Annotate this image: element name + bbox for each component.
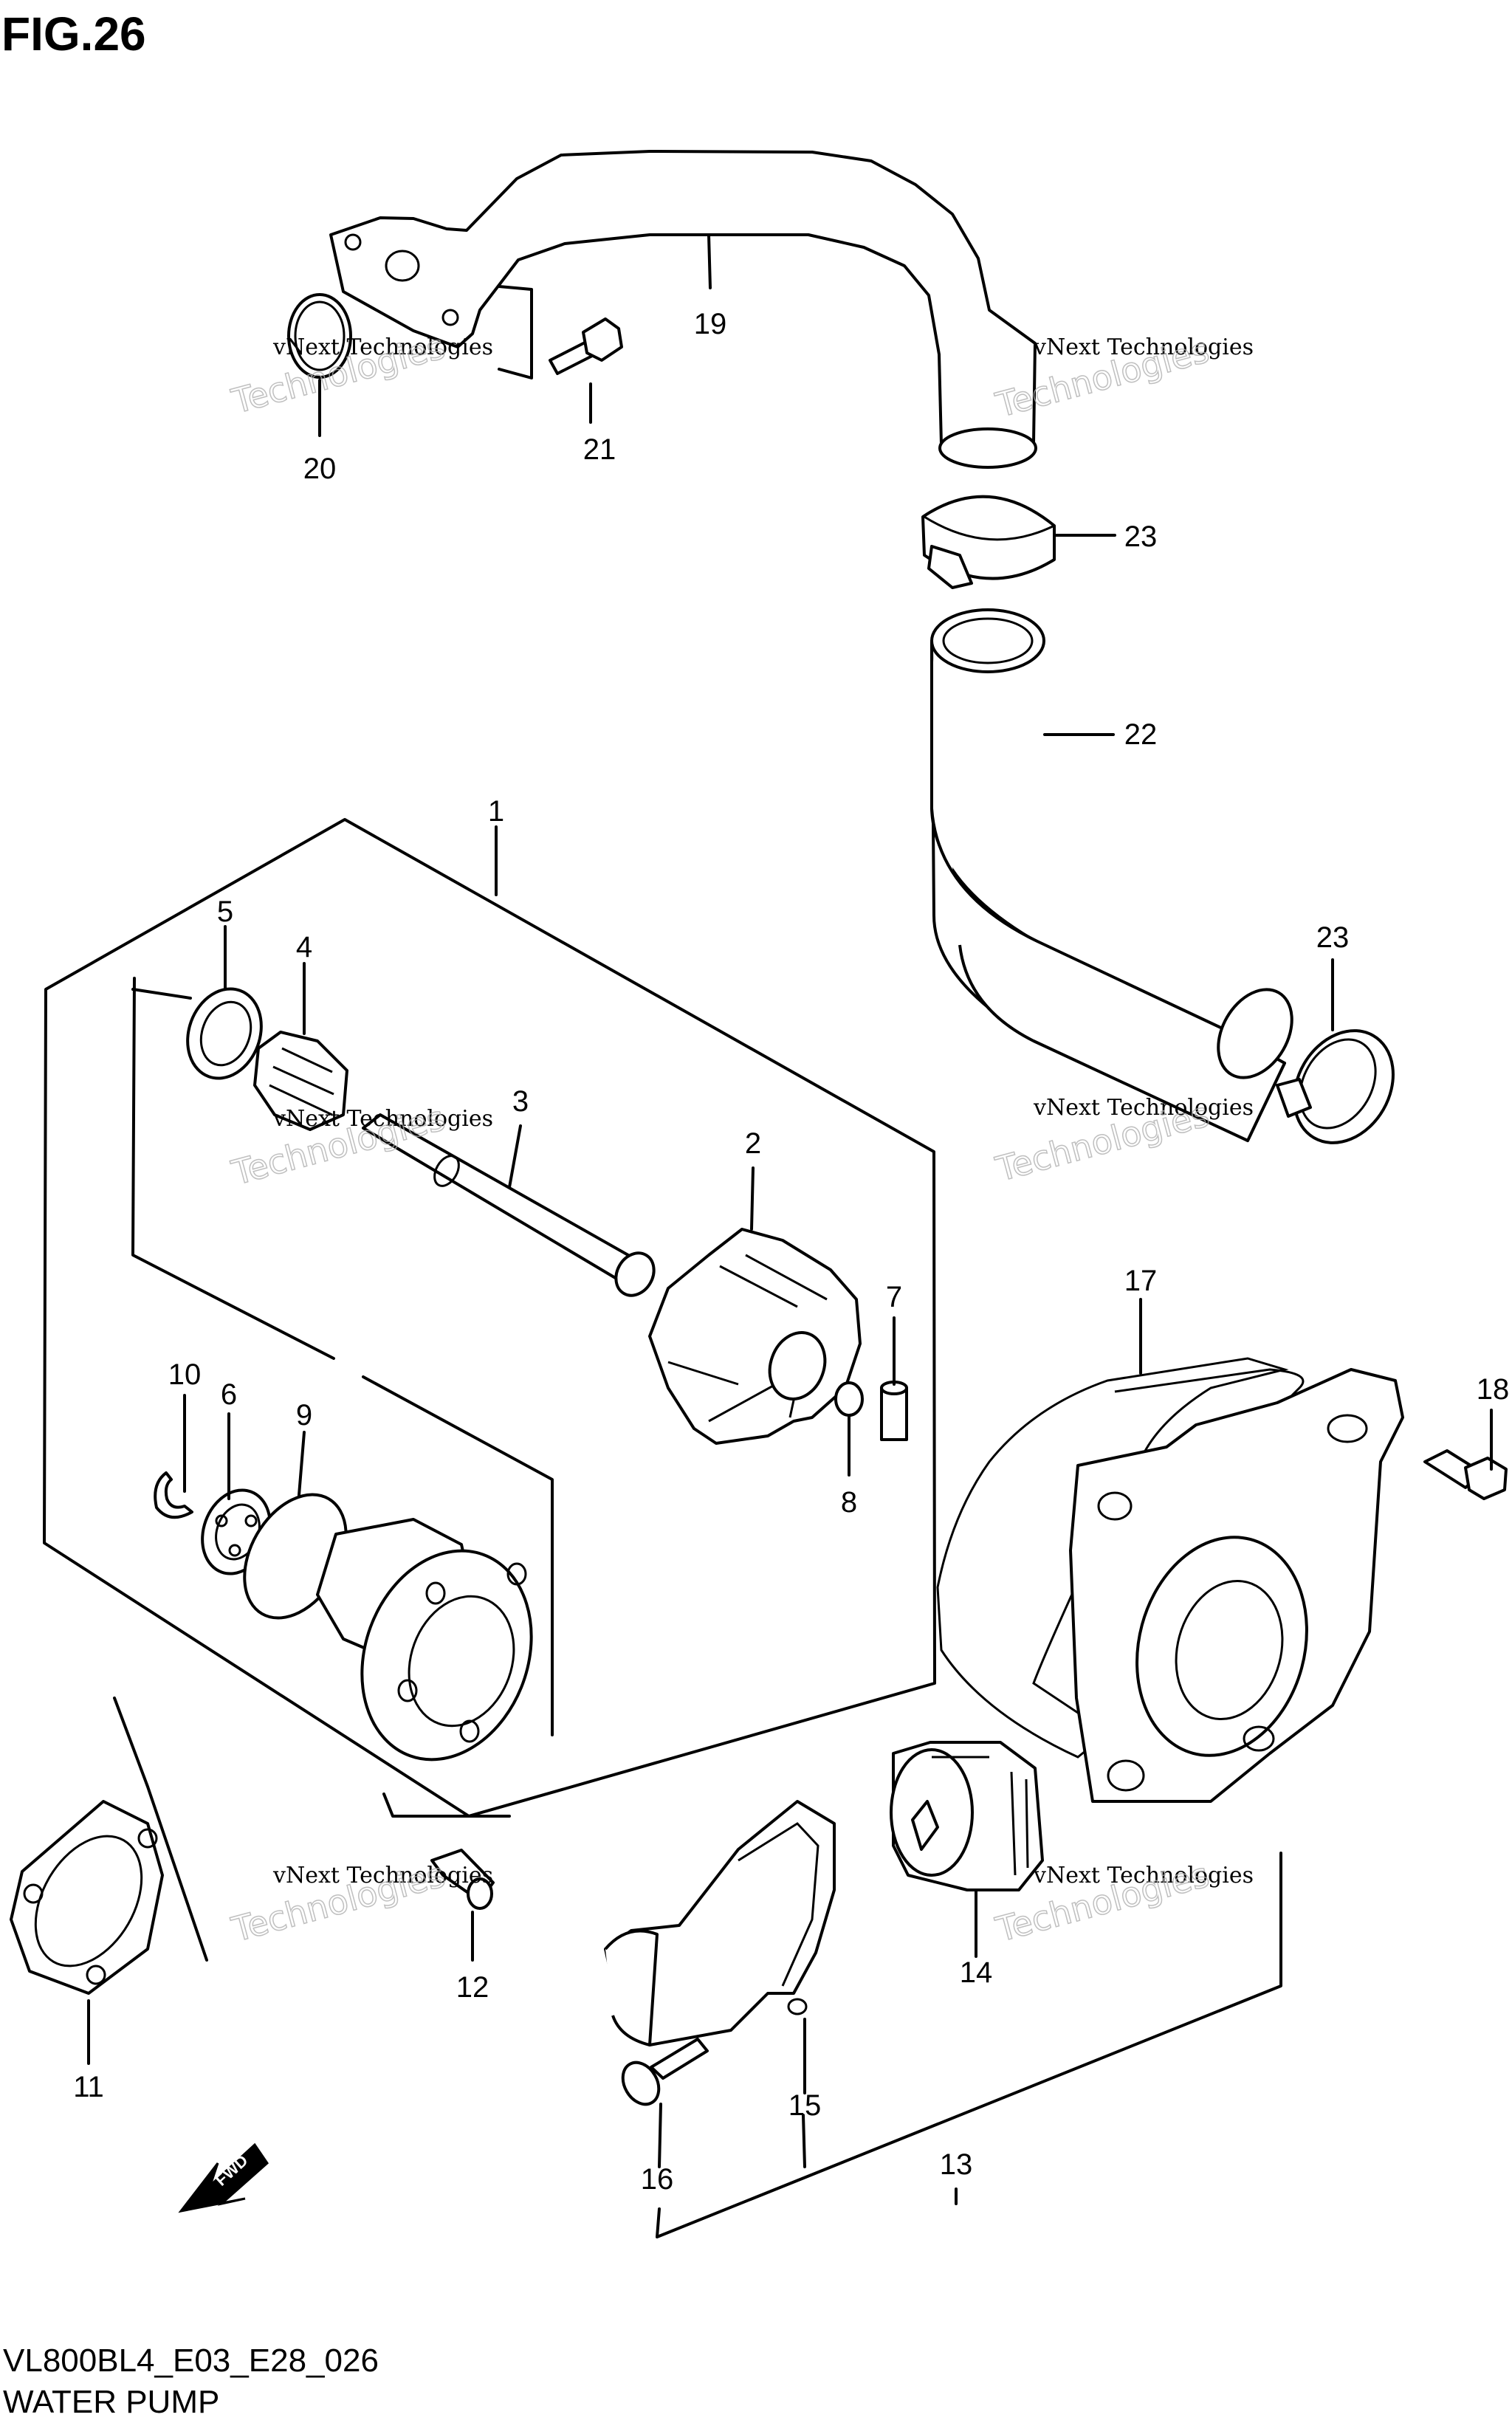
callout-7: 7 bbox=[886, 1281, 902, 1313]
callout-12: 12 bbox=[456, 1971, 489, 2004]
callout-8: 8 bbox=[841, 1486, 857, 1519]
part-18-bolt bbox=[1423, 1449, 1508, 1500]
callout-10: 10 bbox=[168, 1358, 202, 1391]
watermark-text: vNext Technologies bbox=[272, 334, 493, 360]
part-7-pin bbox=[880, 1381, 908, 1441]
part-11-gasket bbox=[10, 1800, 164, 1995]
callout-4: 4 bbox=[296, 931, 312, 963]
part-23-hose-clamp-lower bbox=[1276, 1029, 1395, 1144]
part-21-bolt bbox=[549, 317, 623, 375]
part-10-circlip bbox=[154, 1471, 193, 1519]
callout-19: 19 bbox=[694, 308, 727, 340]
part-14-thermostat bbox=[890, 1741, 1044, 1891]
fwd-arrow-icon: FWD bbox=[178, 2142, 269, 2213]
part-8-washer bbox=[834, 1381, 864, 1417]
callout-22: 22 bbox=[1124, 718, 1158, 751]
watermark-text: vNext Technologies bbox=[272, 1863, 493, 1888]
leader-lines bbox=[87, 233, 1493, 2205]
callout-5: 5 bbox=[217, 896, 233, 928]
callout-17: 17 bbox=[1124, 1265, 1158, 1297]
callout-20: 20 bbox=[303, 453, 337, 485]
callout-11: 11 bbox=[73, 2071, 104, 2103]
callout-16: 16 bbox=[641, 2163, 674, 2196]
part-3-pump-shaft bbox=[362, 1113, 656, 1297]
figure-title: FIG.26 bbox=[1, 7, 146, 61]
callout-1: 1 bbox=[488, 795, 504, 828]
callout-9: 9 bbox=[296, 1399, 312, 1432]
part-20-o-ring bbox=[287, 293, 352, 379]
part-16-screw bbox=[621, 2038, 709, 2106]
callout-13: 13 bbox=[940, 2148, 973, 2181]
part-1-assembly-outline bbox=[43, 818, 936, 1818]
drawing-code: VL800BL4_E03_E28_026 bbox=[3, 2343, 379, 2379]
watermark-text: vNext Technologies bbox=[272, 1106, 493, 1132]
callout-15: 15 bbox=[788, 2089, 822, 2122]
part-23-hose-clamp-upper bbox=[921, 495, 1056, 589]
watermark-text: vNext Technologies bbox=[1033, 334, 1254, 360]
part-2-impeller bbox=[648, 1228, 862, 1445]
part-4-mechanical-seal bbox=[253, 1031, 348, 1131]
group-13-bracket bbox=[656, 1852, 1282, 2238]
callout-3: 3 bbox=[512, 1085, 529, 1118]
watermark-text: vNext Technologies bbox=[1033, 1095, 1254, 1121]
part-22-hose bbox=[930, 608, 1293, 1142]
callout-14: 14 bbox=[960, 1956, 993, 1989]
callout-18: 18 bbox=[1477, 1373, 1510, 1406]
callout-21: 21 bbox=[583, 433, 616, 466]
watermark-text: vNext Technologies bbox=[1033, 1863, 1254, 1888]
part-9-pump-case bbox=[316, 1518, 533, 1762]
callout-2: 2 bbox=[745, 1127, 761, 1160]
figure-caption: WATER PUMP bbox=[3, 2384, 219, 2420]
callout-23-lower: 23 bbox=[1316, 921, 1350, 954]
part-19-water-pipe bbox=[329, 150, 1037, 469]
part-5-oil-seal bbox=[186, 987, 263, 1080]
callout-6: 6 bbox=[221, 1378, 237, 1411]
part-12-screw bbox=[430, 1849, 495, 1910]
callout-23-upper: 23 bbox=[1124, 520, 1158, 553]
part-17-thermostat-cover bbox=[1069, 1368, 1404, 1803]
part-15-thermostat-housing bbox=[604, 1800, 836, 2046]
